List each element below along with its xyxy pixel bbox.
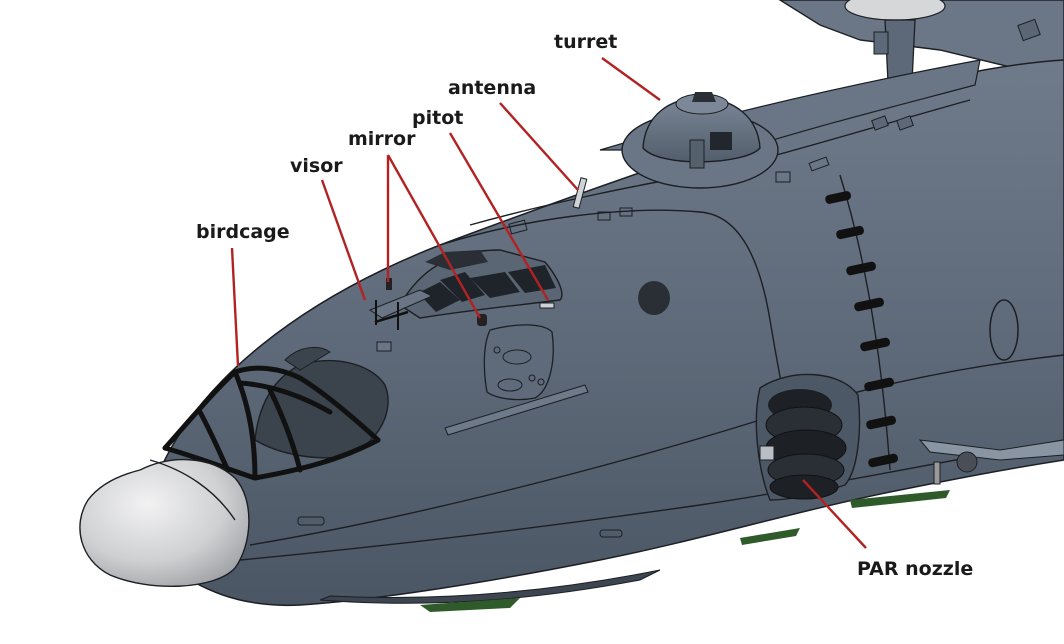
turret xyxy=(621,92,779,189)
label-birdcage: birdcage xyxy=(196,221,290,243)
leader-birdcage xyxy=(230,247,240,367)
leader-pitot xyxy=(448,132,550,301)
label-mirror: mirror xyxy=(348,128,416,150)
canopy xyxy=(368,177,588,330)
birdcage xyxy=(162,347,389,481)
radome xyxy=(79,458,250,587)
label-antenna: antenna xyxy=(448,77,536,99)
label-turret: turret xyxy=(554,31,617,53)
leader-lines xyxy=(230,57,867,549)
par-nozzle xyxy=(755,373,861,501)
landing-gear xyxy=(918,439,1064,485)
labels: turret antenna pitot mirror visor birdca… xyxy=(196,31,973,580)
label-par-nozzle: PAR nozzle xyxy=(857,558,973,580)
label-pitot: pitot xyxy=(412,107,463,129)
leader-turret xyxy=(601,57,661,101)
leader-visor xyxy=(320,179,367,301)
boarding-rungs xyxy=(825,174,898,471)
nose-panel xyxy=(483,324,554,401)
label-visor: visor xyxy=(290,155,343,177)
wing xyxy=(778,0,1064,83)
leader-par-nozzle xyxy=(802,479,867,549)
leader-antenna xyxy=(499,102,579,191)
fuselage xyxy=(159,59,1064,612)
leader-mirror-2 xyxy=(386,154,482,319)
